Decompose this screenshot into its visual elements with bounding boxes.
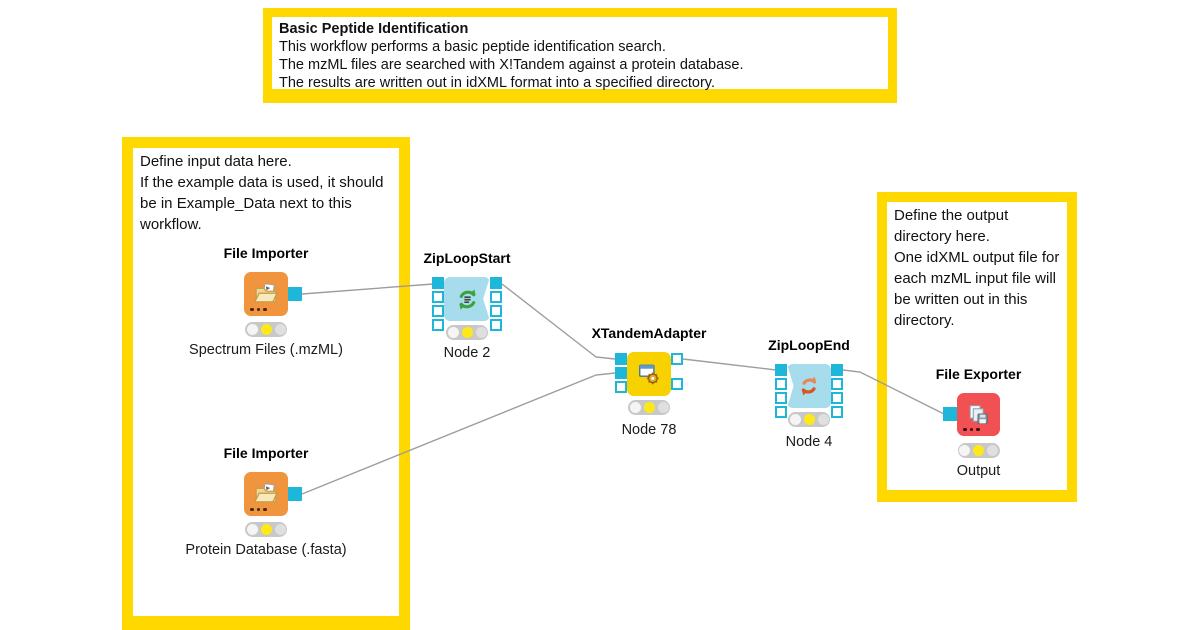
traffic-light-right	[987, 445, 998, 456]
output-port[interactable]	[671, 353, 683, 365]
output-port[interactable]	[490, 291, 502, 303]
node-file-importer-spectrum: File Importer Spectrum Files (.mzML)	[189, 245, 343, 358]
node-file-importer-protein: File Importer Protein Database (.fasta)	[185, 445, 346, 558]
traffic-light	[245, 522, 287, 537]
traffic-light-right	[274, 324, 286, 335]
output-port[interactable]	[831, 364, 843, 376]
input-port[interactable]	[775, 364, 787, 376]
connection-xtandem-to-ziploopend[interactable]	[682, 358, 777, 371]
annotation-text-line: This workflow performs a basic peptide i…	[279, 39, 666, 55]
loop-end-refresh-icon	[801, 376, 817, 396]
connection-protein-to-xtandem[interactable]	[301, 372, 616, 495]
traffic-light-right	[274, 524, 286, 535]
annotation-workflow-description[interactable]: Basic Peptide Identification This workfl…	[263, 8, 897, 103]
annotation-text-line: Define input data here.	[140, 153, 292, 170]
node-label: XTandemAdapter	[591, 325, 707, 341]
node-annotation[interactable]: Spectrum Files (.mzML)	[189, 342, 343, 358]
traffic-light-left	[959, 445, 970, 456]
traffic-light-yellow	[260, 324, 272, 335]
input-port[interactable]	[775, 392, 787, 404]
node-annotation[interactable]: Output	[956, 463, 1001, 479]
dynamic-port-dots	[963, 427, 980, 431]
annotation-text-line: If the example data is used, it should b…	[140, 174, 384, 233]
traffic-light	[788, 412, 830, 427]
annotation-text-line: Define the output directory here.	[894, 207, 1009, 245]
node-file-exporter: File Exporter Output	[936, 366, 1022, 479]
connection-spectrum-to-ziploopstart[interactable]	[301, 283, 434, 295]
output-port[interactable]	[288, 487, 302, 501]
file-importer-node-body[interactable]	[244, 472, 288, 516]
node-label: ZipLoopEnd	[768, 337, 850, 353]
input-port[interactable]	[432, 291, 444, 303]
input-port[interactable]	[615, 353, 627, 365]
node-label: ZipLoopStart	[423, 250, 511, 266]
connection-ziploopend-to-exporter[interactable]	[842, 369, 945, 415]
connection-ziploopstart-to-xtandem[interactable]	[501, 283, 616, 360]
node-annotation[interactable]: Protein Database (.fasta)	[185, 542, 347, 558]
node-ziploopend: ZipLoopEnd Node 4	[768, 337, 850, 450]
node-annotation[interactable]: Node 4	[785, 434, 833, 450]
traffic-light-left	[246, 324, 258, 335]
annotation-text-line: The results are written out in idXML for…	[279, 75, 715, 91]
output-port[interactable]	[831, 392, 843, 404]
traffic-light-yellow	[973, 445, 984, 456]
traffic-light-yellow	[803, 414, 815, 425]
traffic-light	[628, 400, 670, 415]
file-importer-node-body[interactable]	[244, 272, 288, 316]
dynamic-port-dots	[250, 507, 267, 511]
traffic-light-right	[657, 402, 669, 413]
annotation-text-line: The mzML files are searched with X!Tande…	[279, 57, 744, 73]
open-folder-icon	[253, 482, 278, 502]
input-port[interactable]	[432, 277, 444, 289]
output-port[interactable]	[831, 378, 843, 390]
node-annotation[interactable]: Node 2	[443, 345, 491, 361]
file-exporter-node-body[interactable]	[957, 393, 1000, 436]
output-port[interactable]	[831, 406, 843, 418]
input-port[interactable]	[432, 319, 444, 331]
traffic-light-left	[789, 414, 801, 425]
traffic-light-left	[447, 327, 459, 338]
save-files-icon	[969, 405, 988, 424]
node-label: File Importer	[223, 245, 309, 261]
annotation-title: Basic Peptide Identification	[279, 21, 469, 37]
traffic-light-right	[475, 327, 487, 338]
traffic-light-left	[629, 402, 641, 413]
input-port[interactable]	[615, 381, 627, 393]
input-port[interactable]	[775, 406, 787, 418]
annotation-text-line: One idXML output file for each mzML inpu…	[894, 249, 1060, 329]
node-label: File Importer	[223, 445, 309, 461]
traffic-light-yellow	[260, 524, 272, 535]
traffic-light	[245, 322, 287, 337]
traffic-light-left	[246, 524, 258, 535]
traffic-light-yellow	[643, 402, 655, 413]
output-port[interactable]	[288, 287, 302, 301]
input-port[interactable]	[615, 367, 627, 379]
dynamic-port-dots	[250, 307, 267, 311]
open-folder-icon	[253, 282, 278, 302]
node-annotation[interactable]: Node 78	[621, 422, 677, 438]
output-port[interactable]	[671, 378, 683, 390]
traffic-light	[446, 325, 488, 340]
xtandemadapter-node-body[interactable]	[627, 352, 671, 396]
ziploopend-node-body[interactable]	[787, 364, 831, 408]
ziploopstart-node-body[interactable]	[444, 277, 490, 321]
traffic-light	[957, 443, 1000, 458]
input-port[interactable]	[432, 305, 444, 317]
output-port[interactable]	[490, 319, 502, 331]
traffic-light-right	[817, 414, 829, 425]
node-ziploopstart: ZipLoopStart Node 2	[423, 250, 510, 361]
input-port[interactable]	[943, 407, 957, 421]
window-gear-icon	[639, 364, 659, 385]
node-label: File Exporter	[935, 366, 1022, 382]
traffic-light-yellow	[461, 327, 473, 338]
output-port[interactable]	[490, 277, 502, 289]
input-port[interactable]	[775, 378, 787, 390]
node-xtandemadapter: XTandemAdapter	[592, 325, 707, 438]
output-port[interactable]	[490, 305, 502, 317]
loop-start-recycle-icon	[458, 288, 476, 310]
annotation-input-data[interactable]: Define input data here. If the example d…	[122, 137, 410, 630]
